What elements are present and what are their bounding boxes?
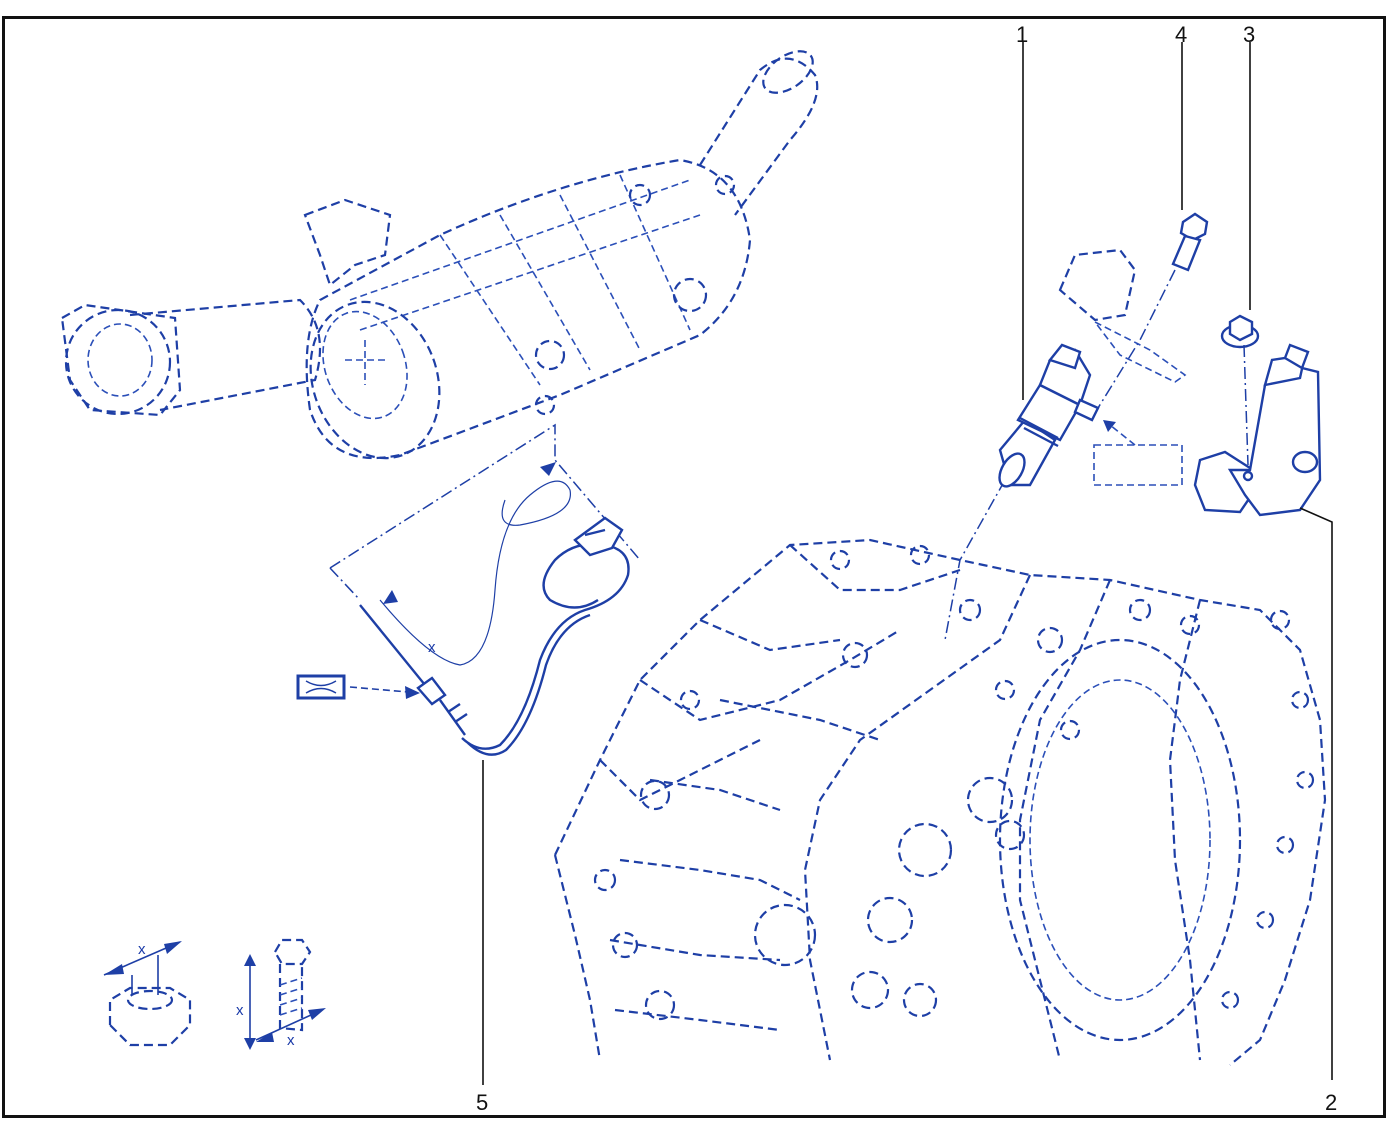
dimension-marker-x-nut: x (138, 941, 146, 958)
dimension-marker-x-bolt-diameter: x (287, 1032, 295, 1049)
bracket-2 (1193, 343, 1322, 517)
diagram-frame (2, 16, 1386, 1118)
callout-3: 3 (1243, 22, 1255, 47)
leader-line-2 (1299, 507, 1333, 1080)
bolt-reference-symbol (244, 938, 326, 1050)
bolt-4 (1097, 212, 1209, 409)
dimension-marker-x: x (428, 639, 436, 656)
exhaust-filter-assembly (60, 50, 819, 460)
callout-2: 2 (1325, 1090, 1337, 1115)
gearbox-housing (553, 538, 1327, 1066)
nut-3 (1220, 314, 1260, 466)
callout-5: 5 (476, 1090, 488, 1115)
sensor-cover (1058, 248, 1187, 383)
callout-1: 1 (1016, 22, 1028, 47)
exhaust-temperature-sensor-5 (296, 423, 641, 756)
dimension-marker-x-bolt-length: x (236, 1002, 244, 1019)
speed-sensor-1 (944, 343, 1100, 641)
callout-4: 4 (1175, 22, 1187, 47)
installation-position-box (1093, 420, 1183, 486)
nut-reference-symbol (103, 941, 192, 1047)
